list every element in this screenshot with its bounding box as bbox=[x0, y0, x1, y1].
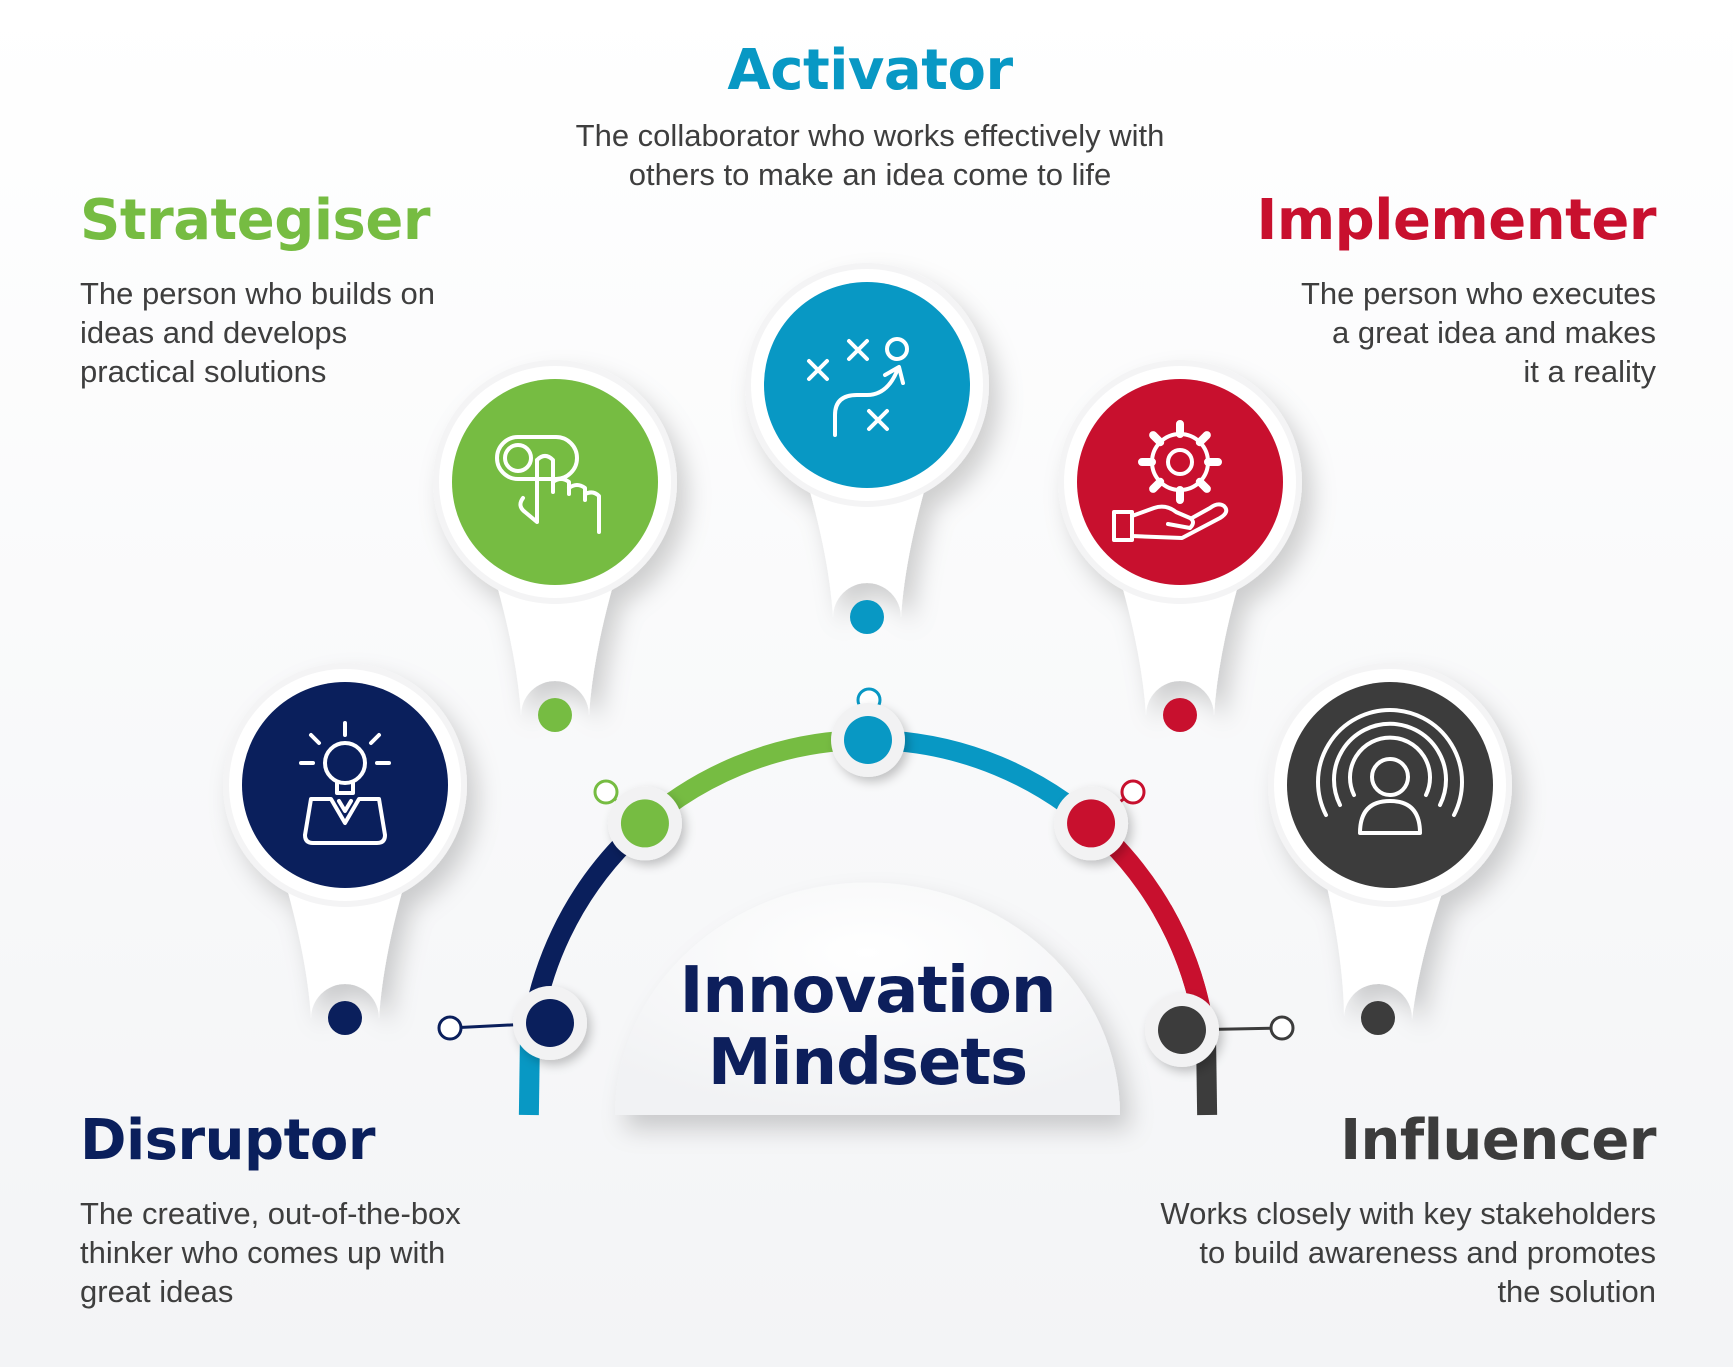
diagram-title: Innovation Mindsets bbox=[679, 954, 1057, 1100]
mindset-title: Implementer bbox=[1256, 188, 1656, 253]
mindset-title: Strategiser bbox=[80, 188, 430, 253]
mindset-influencer: Influencer Works closely with key stakeh… bbox=[1050, 1110, 1656, 1311]
node-dot-activator bbox=[844, 716, 892, 764]
strategy-play-icon bbox=[807, 337, 909, 437]
node-end-ring-influencer bbox=[1269, 1015, 1295, 1041]
mindset-implementer: Implementer The person who executes a gr… bbox=[1150, 190, 1656, 391]
mindset-pins bbox=[223, 263, 1512, 1035]
broadcast-person-icon bbox=[1316, 708, 1464, 835]
pin-dot bbox=[850, 600, 884, 634]
node-dot-influencer bbox=[1158, 1006, 1206, 1054]
pin-dot bbox=[1163, 698, 1197, 732]
mindset-strategiser: Strategiser The person who builds on ide… bbox=[80, 190, 600, 391]
node-end-ring-strategiser bbox=[593, 779, 619, 805]
mindset-description: Works closely with key stakeholders to b… bbox=[1160, 1195, 1656, 1309]
lightbulb-person-icon bbox=[299, 721, 391, 845]
pin-icon-circle bbox=[1077, 379, 1283, 585]
mindset-title: Activator bbox=[727, 38, 1013, 103]
node-end-ring-disruptor bbox=[437, 1015, 463, 1041]
mindset-description: The creative, out-of-the-box thinker who… bbox=[80, 1195, 461, 1309]
mindset-title: Influencer bbox=[1340, 1108, 1656, 1173]
pin-dot bbox=[1361, 1001, 1395, 1035]
gear-hand-icon bbox=[1112, 420, 1229, 542]
mindset-nodes bbox=[437, 687, 1295, 1067]
toggle-hand-icon bbox=[495, 435, 601, 534]
mindset-description: The person who executes a great idea and… bbox=[1301, 275, 1656, 389]
pin-dot bbox=[328, 1001, 362, 1035]
pin-dot bbox=[538, 698, 572, 732]
mindset-description: The collaborator who works effectively w… bbox=[575, 117, 1165, 192]
mindset-activator: Activator The collaborator who works eff… bbox=[470, 40, 1270, 194]
mindset-title: Disruptor bbox=[80, 1108, 375, 1173]
mindset-description: The person who builds on ideas and devel… bbox=[80, 275, 436, 389]
mindset-disruptor: Disruptor The creative, out-of-the-box t… bbox=[80, 1110, 640, 1311]
pin-icon-circle bbox=[764, 282, 970, 488]
node-end-ring-implementer bbox=[1120, 779, 1146, 805]
center-dome bbox=[615, 882, 1120, 1115]
node-dot-disruptor bbox=[526, 999, 574, 1047]
node-dot-strategiser bbox=[620, 799, 669, 848]
arc-foot-left bbox=[518, 1044, 540, 1116]
node-dot-implementer bbox=[1067, 799, 1116, 848]
